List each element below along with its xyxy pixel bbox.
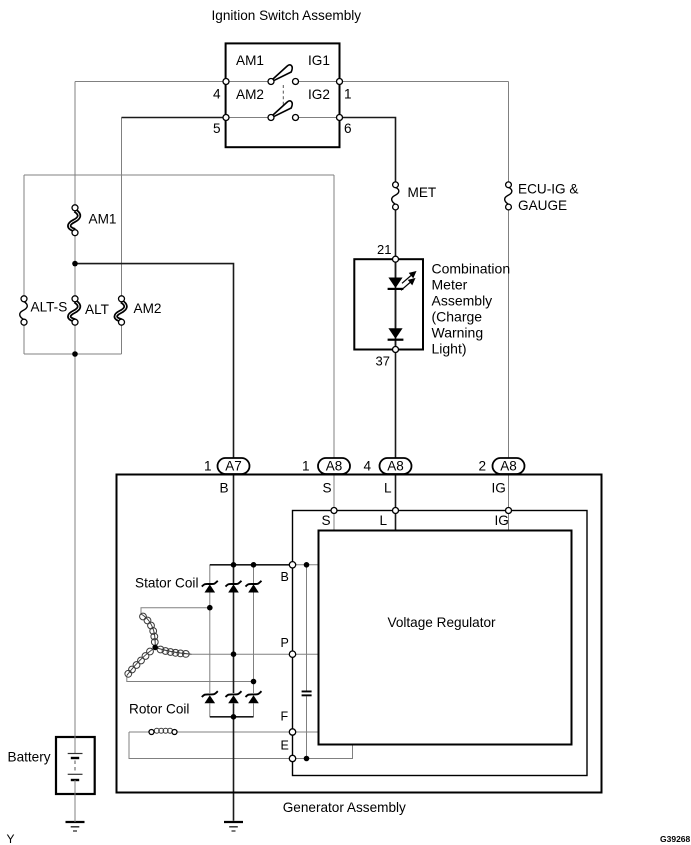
svg-text:Battery: Battery (8, 750, 51, 765)
svg-text:4: 4 (213, 87, 221, 102)
svg-text:A7: A7 (225, 459, 242, 474)
svg-text:ALT-S: ALT-S (31, 300, 68, 315)
svg-text:S: S (323, 481, 332, 496)
svg-text:Voltage Regulator: Voltage Regulator (388, 615, 497, 630)
svg-text:F: F (281, 710, 289, 724)
svg-text:B: B (281, 570, 289, 584)
svg-text:IG1: IG1 (308, 53, 330, 68)
svg-text:IG: IG (492, 481, 506, 496)
svg-text:4: 4 (363, 459, 371, 474)
svg-text:L: L (384, 481, 392, 496)
svg-text:6: 6 (344, 121, 352, 136)
svg-text:Y: Y (7, 832, 15, 845)
svg-text:5: 5 (213, 121, 221, 136)
svg-text:AM2: AM2 (134, 301, 162, 316)
svg-text:IG: IG (495, 513, 509, 528)
svg-text:Stator Coil: Stator Coil (135, 575, 198, 590)
svg-text:1: 1 (204, 459, 212, 474)
svg-text:GAUGE: GAUGE (518, 198, 567, 213)
svg-text:21: 21 (377, 242, 391, 257)
svg-text:AM2: AM2 (236, 87, 264, 102)
svg-text:A8: A8 (326, 459, 343, 474)
svg-text:ALT: ALT (85, 302, 109, 317)
svg-text:L: L (380, 513, 388, 528)
svg-text:E: E (281, 739, 289, 753)
svg-text:MET: MET (408, 185, 437, 200)
svg-text:Assembly: Assembly (432, 293, 493, 309)
svg-text:AM1: AM1 (236, 53, 264, 68)
svg-text:A8: A8 (500, 459, 517, 474)
svg-text:B: B (220, 481, 229, 496)
svg-text:AM1: AM1 (89, 212, 117, 227)
svg-text:1: 1 (344, 87, 352, 102)
svg-text:P: P (281, 636, 289, 650)
svg-text:Generator Assembly: Generator Assembly (283, 800, 406, 815)
svg-text:A8: A8 (387, 459, 404, 474)
svg-text:Warning: Warning (432, 325, 484, 341)
svg-text:37: 37 (376, 354, 390, 369)
svg-text:Meter: Meter (432, 277, 468, 293)
svg-text:G39268: G39268 (660, 834, 691, 844)
svg-text:IG2: IG2 (308, 87, 330, 102)
svg-text:ECU-IG &: ECU-IG & (518, 182, 578, 197)
svg-text:Rotor Coil: Rotor Coil (129, 702, 189, 717)
svg-text:Ignition Switch Assembly: Ignition Switch Assembly (212, 8, 362, 23)
svg-text:1: 1 (302, 459, 310, 474)
svg-text:Light): Light) (432, 341, 467, 357)
svg-text:Combination: Combination (432, 261, 511, 277)
svg-text:2: 2 (478, 459, 486, 474)
svg-text:(Charge: (Charge (432, 309, 483, 325)
svg-text:S: S (322, 513, 331, 528)
